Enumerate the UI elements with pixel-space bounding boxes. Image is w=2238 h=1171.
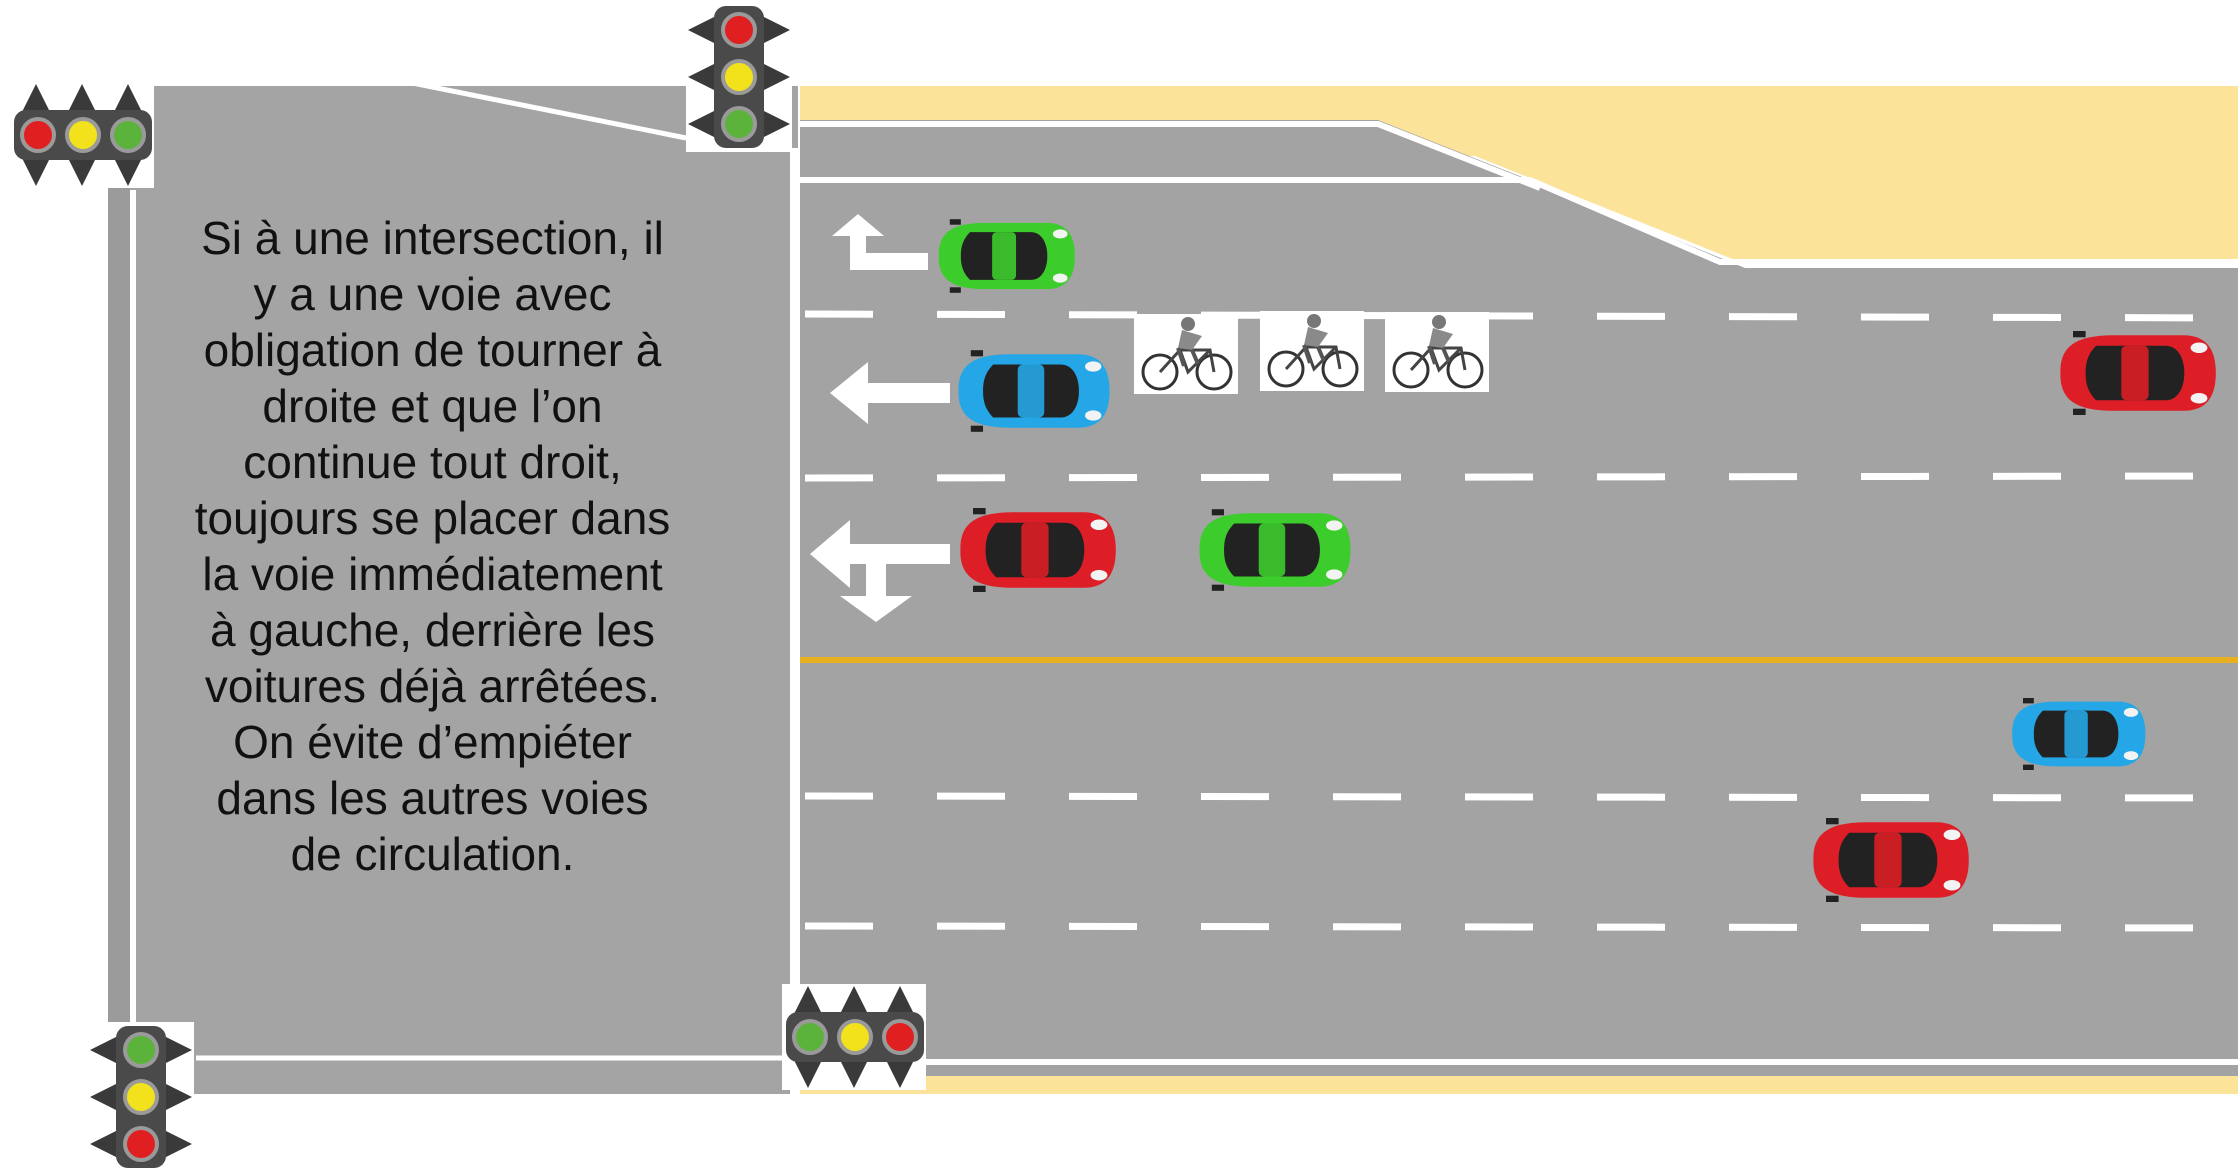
- lamp-red: [721, 12, 757, 48]
- info-panel-left-strip: [108, 180, 130, 1094]
- info-text: Si à une intersection, il y a une voie a…: [194, 212, 671, 880]
- lamp-yellow: [837, 1019, 873, 1055]
- traffic-light-top-left: [10, 82, 154, 188]
- car-red-opposite: [1805, 818, 1973, 902]
- bicycle-3: [1383, 310, 1491, 394]
- info-panel-background: [108, 86, 798, 1094]
- bicycle-1: [1132, 312, 1240, 396]
- road-edge-top: [800, 121, 1542, 191]
- info-panel-top-line: [0, 0, 687, 141]
- lamp-green: [110, 117, 146, 153]
- sand-shoulder: [1360, 110, 2238, 262]
- arrow-straight-icon: [830, 362, 950, 424]
- car-green-left-lane: [1191, 509, 1355, 591]
- lamp-red: [123, 1126, 159, 1162]
- traffic-light-bottom-center: [782, 984, 926, 1090]
- arrow-turn-right-icon: [832, 214, 928, 270]
- lamp-green: [123, 1032, 159, 1068]
- lamp-green: [721, 106, 757, 142]
- lamp-green: [792, 1019, 828, 1055]
- road-edge-shoulder: [800, 177, 2238, 265]
- lamp-yellow: [123, 1079, 159, 1115]
- traffic-lights: [10, 2, 926, 1171]
- lane-divider-2: [804, 472, 2238, 482]
- lane-divider-4: [804, 922, 2238, 932]
- lamp-yellow: [721, 59, 757, 95]
- traffic-light-bottom-left: [88, 1022, 194, 1171]
- lamp-red: [20, 117, 56, 153]
- lamp-red: [882, 1019, 918, 1055]
- car-red-left-lane: [952, 508, 1120, 592]
- lane-divider-1: [804, 310, 2238, 322]
- bicycle-2: [1258, 309, 1366, 393]
- traffic-light-top-center: [686, 2, 792, 152]
- arrow-straight-or-left-icon: [810, 520, 950, 622]
- sand-bottom: [800, 1076, 2238, 1094]
- lamp-yellow: [65, 117, 101, 153]
- car-blue-through-lane: [950, 350, 1114, 432]
- car-green-right-turn-lane: [931, 219, 1079, 293]
- car-blue-opposite: [2005, 698, 2149, 770]
- car-red-approaching: [2052, 331, 2220, 415]
- lane-divider-3: [804, 792, 2238, 802]
